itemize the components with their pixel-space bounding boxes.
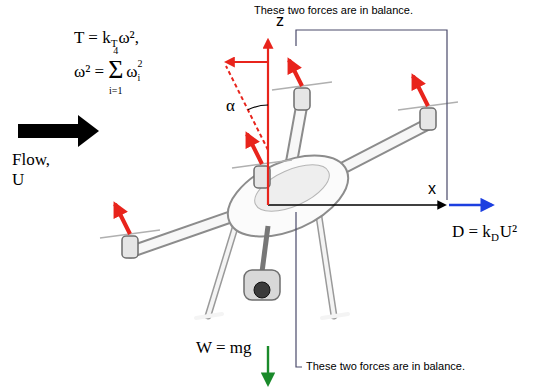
balance-bracket	[296, 30, 447, 200]
drag-arrow	[449, 204, 492, 206]
landing-gear	[318, 210, 334, 316]
rotor-thrust-arrow	[413, 76, 428, 106]
z-axis-thrust	[267, 40, 269, 205]
weight-arrow	[267, 346, 269, 384]
axis-label: z	[276, 12, 284, 30]
landing-gear	[196, 314, 222, 318]
formula-limit: 4	[113, 45, 118, 57]
drone-picture	[100, 60, 458, 318]
motor	[122, 236, 138, 258]
force-vectors	[226, 40, 492, 384]
motor	[420, 108, 436, 130]
formula-superscript: 2	[137, 58, 142, 70]
rotor-thrust-arrow	[247, 134, 262, 164]
landing-gear	[208, 218, 238, 316]
formula-text: T = k	[74, 28, 111, 48]
balance-bracket	[296, 212, 302, 367]
formula-subscript: D	[491, 231, 499, 244]
camera-housing	[244, 270, 280, 300]
landing-gear	[208, 218, 238, 316]
horizontal-thrust	[226, 61, 268, 63]
formula-text: ω	[126, 62, 137, 82]
drag-formula: D = k	[452, 222, 491, 242]
drone-body	[216, 139, 361, 253]
rotor-thrust-arrow	[115, 204, 130, 234]
balance-bracket	[296, 30, 447, 367]
drone-body-top	[248, 155, 336, 220]
formula-text: ω² =	[74, 62, 104, 82]
motor	[294, 88, 310, 110]
camera-lens	[254, 282, 270, 298]
landing-gear	[322, 314, 348, 318]
landing-gear	[318, 210, 334, 316]
formula-text: ω²,	[118, 28, 139, 48]
angle-label: α	[226, 96, 235, 116]
flow-label: Flow, U	[12, 150, 58, 189]
propeller	[100, 82, 458, 238]
drag-formula: U²	[500, 222, 517, 242]
formula-sum: Σ	[108, 55, 123, 85]
formula-subscript: i	[137, 72, 140, 84]
rotor-thrust-arrow	[115, 60, 428, 234]
formula-limit: i=1	[109, 85, 122, 97]
weight-formula: W = mg	[196, 338, 252, 358]
x-axis	[268, 204, 445, 206]
gimbal-mount	[262, 226, 268, 272]
tilted-thrust	[226, 66, 268, 150]
motor	[122, 88, 436, 258]
balance-note: These two forces are in balance.	[306, 360, 465, 373]
rotor-thrust-arrow	[289, 60, 302, 86]
axis-label: x	[428, 180, 436, 198]
flow-arrow	[18, 115, 99, 147]
angle-arc	[248, 105, 268, 110]
